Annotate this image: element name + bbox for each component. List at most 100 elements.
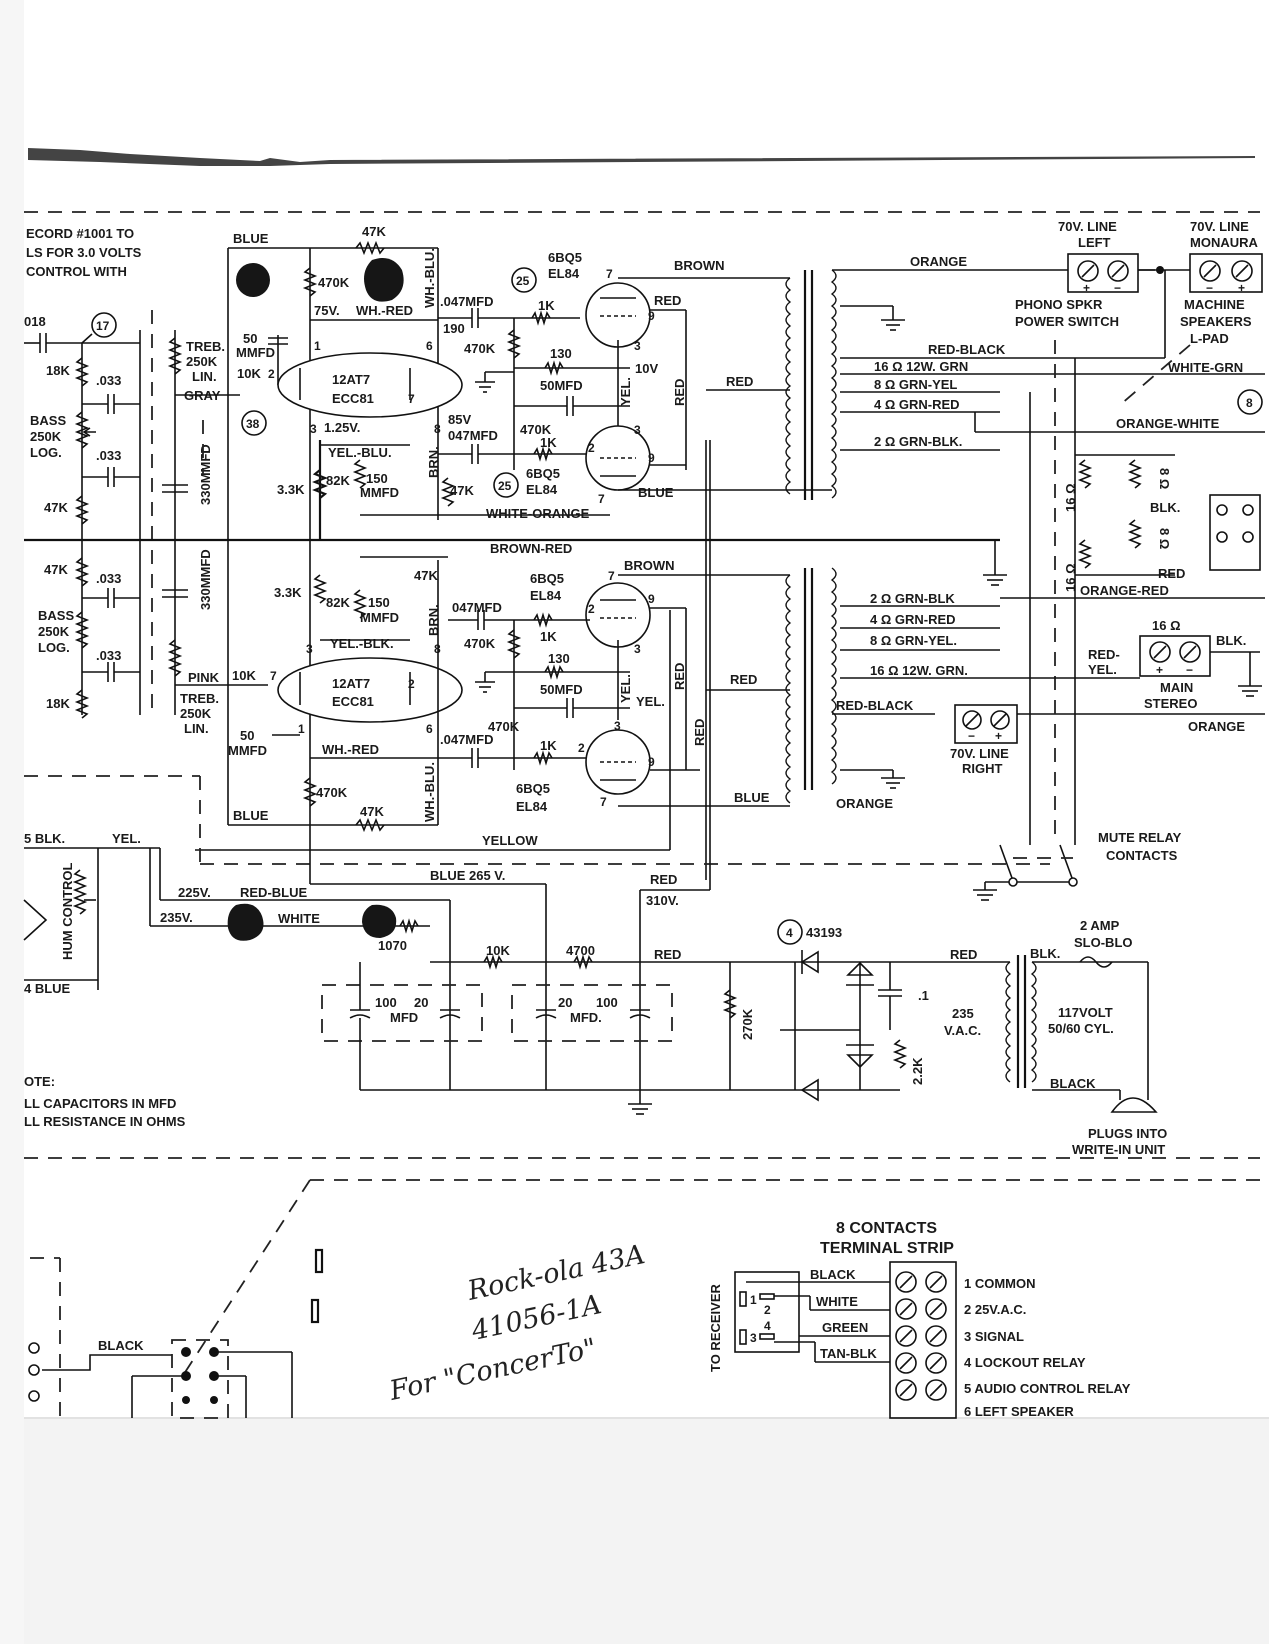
treb-top-label-1: TREB. (186, 339, 225, 354)
badge-38 (241, 410, 267, 436)
pin-2-bottom: 2 (408, 677, 415, 691)
res-1k-c-label: 1K (540, 629, 557, 644)
hum-control-pot[interactable] (72, 869, 88, 915)
tap-8-top: 8 Ω GRN-YEL (874, 377, 957, 392)
blk-label-main: BLK. (1216, 633, 1246, 648)
blue-wire-label-d: BLUE (734, 790, 770, 805)
pink-wire-label: PINK (188, 670, 220, 685)
wh-blu-bottom-label: WH.-BLU. (422, 762, 437, 822)
badge-4-text: 4 (786, 926, 793, 940)
treble-pot-bottom[interactable] (167, 639, 183, 677)
treble-pot-top[interactable] (167, 337, 183, 375)
volt-190-label: 190 (443, 321, 465, 336)
white-orange-label: WHITE-ORANGE (486, 506, 590, 521)
blk-label-power: BLK. (1030, 946, 1060, 961)
red-black-label-top: RED-BLACK (928, 342, 1006, 357)
line-mono-label-2: MONAURA (1190, 235, 1258, 250)
volt-225-label: 225V. (178, 885, 211, 900)
badge-17-text: 17 (96, 319, 110, 333)
machine-speakers-label-1: MACHINE (1184, 297, 1245, 312)
phono-switch-label-2: POWER SWITCH (1015, 314, 1119, 329)
res-47k-bottom-label: 47K (360, 804, 384, 819)
orange-white-label: ORANGE-WHITE (1116, 416, 1220, 431)
pin-3-receiver: 3 (750, 1331, 757, 1345)
res-10k-top-label: 10K (237, 366, 261, 381)
red-blue-label: RED-BLUE (240, 885, 307, 900)
mains-label-2: 50/60 CYL. (1048, 1021, 1114, 1036)
tube-6bq5-d-alt: EL84 (516, 799, 548, 814)
strip-contact-1: 1 COMMON (964, 1276, 1036, 1291)
output-stage: .047MFD 190 25 1K 6BQ5 EL84 7 9 3 BROWN … (195, 250, 832, 880)
yel-vertical-c: YEL. (618, 674, 633, 703)
res-47k-mid-label: 47K (450, 483, 474, 498)
tube-6bq5-a (585, 282, 651, 348)
bass-pot-bottom[interactable] (74, 611, 90, 649)
treb-top-label-3: LIN. (192, 369, 217, 384)
rectifier-part-label: 43193 (806, 925, 842, 940)
tube-6bq5-c (585, 582, 651, 648)
line-mono-terminal[interactable] (1189, 253, 1263, 293)
badge-25-top-text: 25 (516, 274, 530, 288)
line-left-terminal[interactable] (1067, 253, 1139, 293)
res-10k-ps-label: 10K (486, 943, 510, 958)
cap-150-bottom-b: MMFD (360, 610, 399, 625)
volt-235-label: 235V. (160, 910, 193, 925)
res-18k-bottom-label: 18K (46, 696, 70, 711)
cap-point1-label: .1 (918, 988, 929, 1003)
machine-speakers-label-3: L-PAD (1190, 331, 1229, 346)
bass-top-label-3: LOG. (30, 445, 62, 460)
pin-2-c: 2 (588, 602, 595, 616)
main-stereo-plus: + (1156, 663, 1163, 677)
bass-bottom-label-1: BASS (38, 608, 74, 623)
bass-bottom-label-2: 250K (38, 624, 70, 639)
orange-red-label: ORANGE-RED (1080, 583, 1169, 598)
pin-3-a: 3 (634, 339, 641, 353)
cap-047-d-label: .047MFD (440, 732, 493, 747)
blue-wire-label-b: BLUE (638, 485, 674, 500)
vac-235-label-2: V.A.C. (944, 1023, 981, 1038)
res-470k-out-d-label: 470K (488, 719, 520, 734)
red-label-power: RED (950, 947, 977, 962)
terminal-strip-title-1: 8 CONTACTS (836, 1220, 937, 1237)
red-wire-label-a: RED (654, 293, 681, 308)
mute-relay-label-1: MUTE RELAY (1098, 830, 1182, 845)
res-1k-a-label: 1K (538, 298, 555, 313)
power-plug (1110, 1097, 1158, 1113)
bass-pot-top[interactable] (74, 411, 90, 449)
plugs-label-1: PLUGS INTO (1088, 1126, 1167, 1141)
badge-8 (1237, 389, 1263, 415)
res-47k-top-label: 47K (362, 224, 386, 239)
line-left-plus: + (1083, 281, 1090, 295)
pin-7-a: 7 (606, 267, 613, 281)
res-470k-out-b-label: 470K (520, 422, 552, 437)
res-10k-bottom-label: 10K (232, 668, 256, 683)
brown-wire-label-bottom: BROWN (624, 558, 675, 573)
res-130-b-label: 130 (548, 651, 570, 666)
strip-block (889, 1261, 957, 1419)
cap-50mfd-b-label: 50MFD (540, 682, 583, 697)
badge-25-top (511, 267, 537, 293)
wire-black-strip: BLACK (810, 1267, 856, 1282)
cap-330-bottom-label: 330MMFD (198, 549, 213, 610)
pin-4-receiver: 4 (764, 1319, 771, 1333)
pin-9-c: 9 (648, 592, 655, 606)
cap-50mmfd-bottom-a: 50 (240, 728, 254, 743)
res-47k-a-label: 47K (44, 500, 68, 515)
badge-25-b (493, 472, 519, 498)
brown-red-wire-label: BROWN-RED (490, 541, 572, 556)
res-4700-label: 4700 (566, 943, 595, 958)
line-right-terminal[interactable] (954, 704, 1018, 744)
cap-100-a: 100 (375, 995, 397, 1010)
cap-50mmfd-bottom-b: MMFD (228, 743, 267, 758)
res-18k-top-label: 18K (46, 363, 70, 378)
mains-label-1: 117VOLT (1058, 1005, 1113, 1020)
cap-033-d-label: .033 (96, 648, 121, 663)
red-yel-label-2: YEL. (1088, 662, 1117, 677)
blk-5-label: 5 BLK. (24, 831, 65, 846)
red-yel-label-1: RED- (1088, 647, 1120, 662)
cap-20-a: 20 (414, 995, 428, 1010)
plug-block (171, 1339, 229, 1419)
orange-wire-label-right: ORANGE (1188, 719, 1245, 734)
machine-speakers-label-2: SPEAKERS (1180, 314, 1252, 329)
res-2-2k-label: 2.2K (910, 1057, 925, 1085)
